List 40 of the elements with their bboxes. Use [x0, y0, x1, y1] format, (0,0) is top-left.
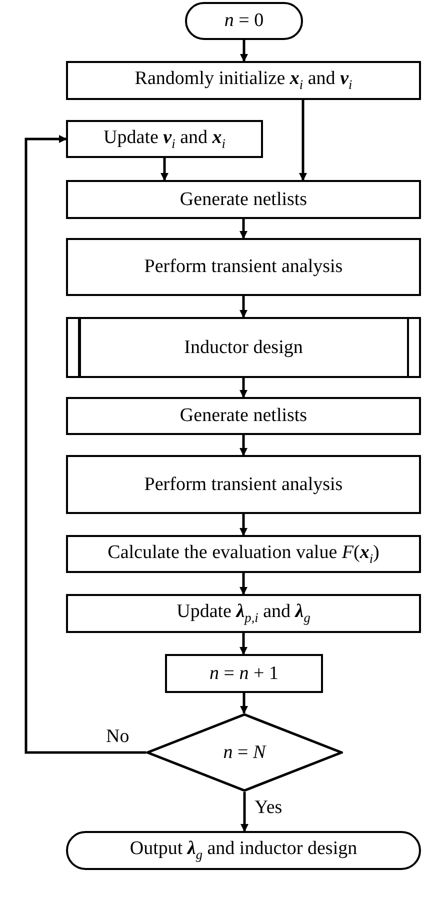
arrow: [240, 296, 248, 318]
step-text: Update v$_{i}$ and x$_{i}$: [104, 126, 226, 152]
process-box: [66, 455, 421, 514]
arrow: [160, 158, 168, 181]
process-box: [66, 61, 421, 100]
terminal-box: [66, 831, 421, 870]
subprocess-box: [66, 317, 421, 378]
step-text: Update λ$_{p,i}$ and λ$_{g}$: [176, 601, 310, 626]
arrow: [240, 633, 248, 655]
arrow: [240, 435, 248, 456]
step-text: n = 0: [224, 10, 264, 32]
arrow: [240, 378, 248, 398]
step-text: Randomly initialize x$_{i}$ and v$_{i}$: [134, 68, 352, 93]
arrow: [240, 792, 248, 832]
arrow: [240, 693, 248, 714]
step-text: n = N: [223, 742, 266, 764]
process-box: [165, 654, 323, 693]
step-text: Generate netlists: [180, 405, 308, 427]
process-box: [66, 238, 421, 296]
arrow: [240, 40, 248, 62]
arrow: [240, 219, 248, 239]
decision-diamond: [146, 713, 343, 792]
arrow: [240, 573, 248, 595]
step-text: Perform transient analysis: [144, 256, 343, 278]
step-text: Perform transient analysis: [144, 474, 343, 496]
process-box: [66, 594, 421, 633]
arrow: [24, 135, 146, 754]
arrow: [240, 514, 248, 536]
terminal-box: [185, 2, 303, 40]
process-box: [66, 535, 421, 573]
step-text: Output λ$_{g}$ and inductor design: [130, 838, 358, 863]
arrow: [299, 100, 307, 181]
process-box: [66, 180, 421, 219]
process-box: [66, 397, 421, 435]
step-text: Generate netlists: [180, 188, 308, 210]
step-text: Calculate the evaluation value F(x$_{i}$): [108, 542, 380, 566]
edge-label: No: [104, 726, 132, 746]
process-box: [66, 120, 263, 158]
step-text: Inductor design: [184, 336, 303, 358]
step-text: n = n + 1: [210, 662, 278, 684]
